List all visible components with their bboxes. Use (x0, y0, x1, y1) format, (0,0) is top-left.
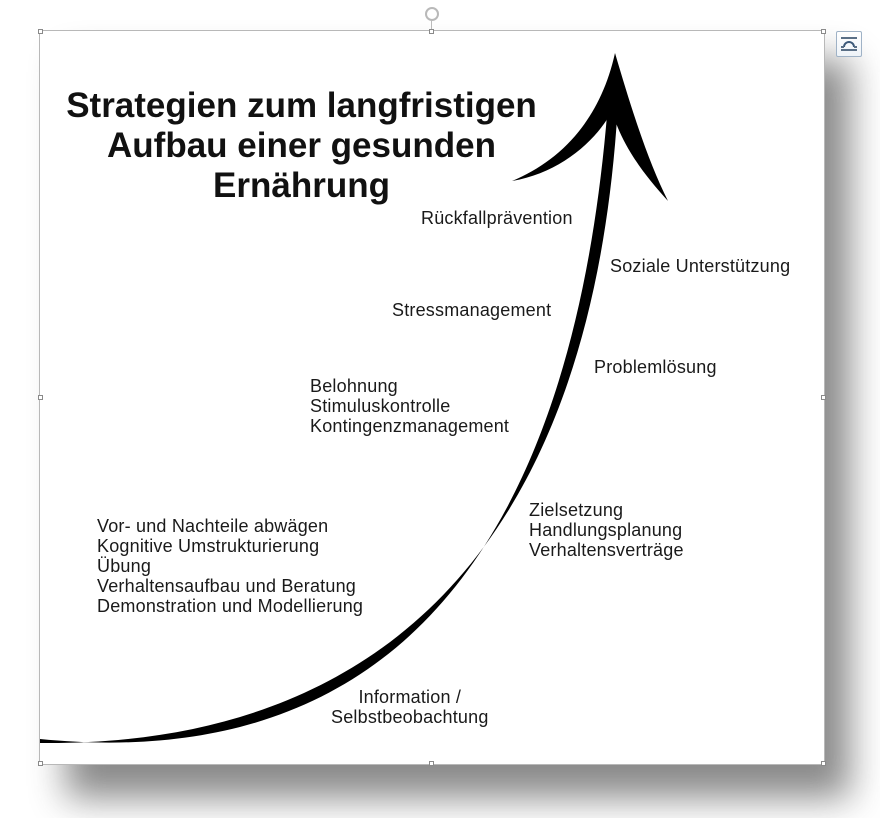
layout-options-button[interactable] (836, 31, 862, 57)
label-stressmanagement: Stressmanagement (392, 300, 552, 320)
resize-handle-top[interactable] (429, 29, 434, 34)
resize-handle-top-left[interactable] (38, 29, 43, 34)
label-vor-nachteile-group: Vor- und Nachteile abwägen Kognitive Ums… (97, 516, 364, 616)
rotate-handle-icon[interactable] (425, 7, 439, 21)
resize-handle-top-right[interactable] (821, 29, 826, 34)
resize-handle-left[interactable] (38, 395, 43, 400)
label-soziale-unterstuetzung: Soziale Unterstützung (610, 256, 791, 276)
arrow-graphic (40, 53, 668, 744)
resize-handle-right[interactable] (821, 395, 826, 400)
resize-handle-bottom[interactable] (429, 761, 434, 766)
rotate-handle-stem (431, 20, 432, 32)
label-problemloesung: Problemlösung (594, 357, 717, 377)
arrow-head (512, 53, 668, 201)
layout-options-icon (841, 37, 857, 51)
picture-frame[interactable]: Strategien zum langfristigen Aufbau eine… (39, 30, 825, 765)
label-belohnung-group: Belohnung Stimuluskontrolle Kontingenzma… (310, 376, 510, 436)
label-information: Information / Selbstbeobachtung (331, 687, 489, 727)
resize-handle-bottom-right[interactable] (821, 761, 826, 766)
diagram-title: Strategien zum langfristigen Aufbau eine… (66, 86, 537, 205)
label-zielsetzung-group: Zielsetzung Handlungsplanung Verhaltensv… (529, 500, 684, 560)
label-rueckfallpraevention: Rückfallprävention (421, 208, 573, 228)
resize-handle-bottom-left[interactable] (38, 761, 43, 766)
